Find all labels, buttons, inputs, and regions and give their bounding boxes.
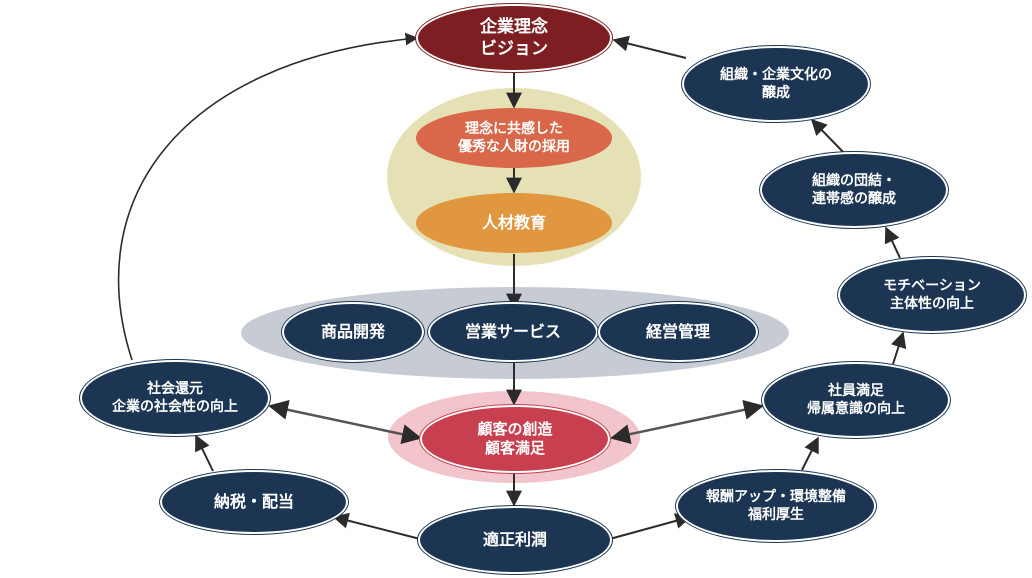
arrow-social-to-vision <box>117 32 419 361</box>
motivation-node: モチベーション 主体性の向上 <box>838 257 1026 333</box>
arrow-profit-to-tax <box>332 512 425 541</box>
unity-node: 組織の団結・ 連帯感の醸成 <box>760 152 948 228</box>
product-dev-node: 商品開発 <box>282 302 424 362</box>
education-node: 人材教育 <box>416 193 612 253</box>
arrow-customer-social <box>268 399 422 445</box>
arrow-tax-to-social <box>195 434 214 472</box>
employee-node: 社員満足 帰属意識の向上 <box>762 362 950 438</box>
hiring-node: 理念に共感した 優秀な人財の採用 <box>416 108 612 168</box>
arrow-unity-to-culture <box>810 118 847 156</box>
profit-node: 適正利潤 <box>418 506 612 574</box>
arrow-employee-to-motivation <box>890 331 907 365</box>
arrow-culture-to-vision <box>612 35 687 59</box>
tax-node: 納税・配当 <box>160 470 348 534</box>
pay-node: 報酬アップ・環境整備 福利厚生 <box>676 470 876 542</box>
arrow-motivation-to-unity <box>884 226 901 259</box>
arrow-pay-to-employee <box>801 436 819 471</box>
vision-node: 企業理念 ビジョン <box>416 4 612 72</box>
social-node: 社会還元 企業の社会性の向上 <box>80 360 270 436</box>
sales-service-node: 営業サービス <box>428 302 598 362</box>
arrow-customer-employee <box>610 399 764 445</box>
customer-node: 顧客の創造 顧客満足 <box>420 405 610 473</box>
arrow-profit-to-pay <box>605 513 692 541</box>
management-node: 経営管理 <box>598 302 758 362</box>
culture-node: 組織・企業文化の 醸成 <box>682 46 870 122</box>
